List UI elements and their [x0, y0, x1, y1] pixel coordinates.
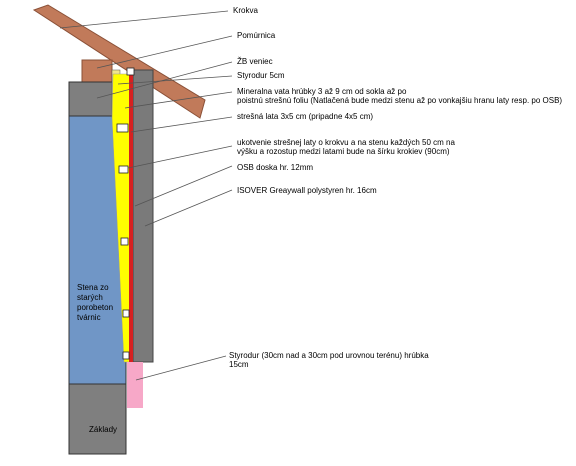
batten-1	[126, 67, 135, 76]
label-pomurnica: Pomúrnica	[237, 31, 276, 40]
label-zb-veniec: ŽB veniec	[237, 57, 273, 66]
label-osb: OSB doska hr. 12mm	[237, 163, 314, 172]
roof-foil-red	[129, 68, 133, 364]
label-stena: Stena zo starých porobeton tvárnic	[77, 283, 114, 322]
label-styrodur-sokel-2: 15cm	[229, 360, 249, 369]
leader-lines	[59, 10, 233, 381]
plinth-styrodur	[127, 362, 143, 408]
greywall-board	[132, 69, 154, 363]
label-ukotvenie-2: výšku a rozostup medzi latami bude na ší…	[237, 147, 450, 156]
batten-2	[116, 123, 129, 133]
label-mineralna-vata-1: Mineralna vata hrúbky 3 až 9 cm od sokla…	[237, 87, 407, 96]
ring-beam-zb-veniec	[68, 81, 114, 117]
label-zaklady: Základy	[89, 425, 118, 434]
wall-plate-pomurnica	[81, 59, 113, 83]
batten-5	[122, 309, 130, 318]
foundation-zaklady	[68, 383, 127, 455]
label-mineralna-vata-2: poistnú strešnú foliu (Natlačená bude me…	[237, 96, 563, 105]
label-isover: ISOVER Greaywall polystyren hr. 16cm	[237, 186, 377, 195]
batten-4	[120, 237, 129, 246]
label-krokva: Krokva	[233, 6, 258, 15]
label-ukotvenie-1: ukotvenie strešnej laty o krokvu a na st…	[237, 138, 455, 147]
batten-6	[122, 351, 130, 360]
label-styrodur-sokel-1: Styrodur (30cm nad a 30cm pod urovnou te…	[229, 351, 429, 360]
batten-3	[118, 165, 129, 174]
label-stresna-lata: strešná lata 3x5 cm (pripadne 4x5 cm)	[237, 112, 374, 121]
label-styrodur-5: Styrodur 5cm	[237, 71, 285, 80]
